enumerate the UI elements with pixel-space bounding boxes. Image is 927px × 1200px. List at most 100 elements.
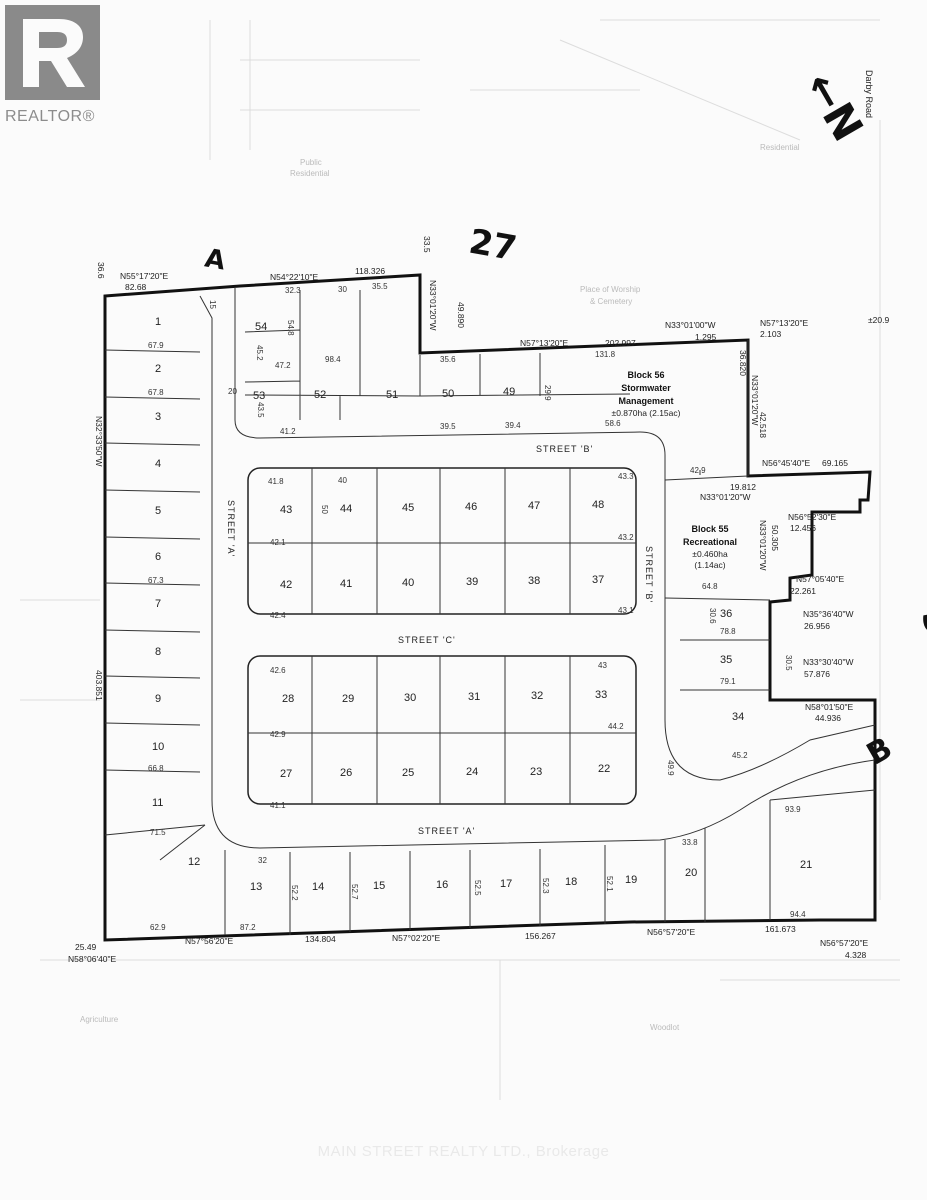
realtor-logo: REALTOR® xyxy=(5,5,100,125)
lot-number: 49 xyxy=(503,386,515,398)
bearing: N55°17'20"E xyxy=(120,271,169,281)
lot-number: 25 xyxy=(402,767,414,779)
dimension: 66.8 xyxy=(148,764,164,773)
lot-number: 21 xyxy=(800,859,812,871)
dimension: 15 xyxy=(208,300,217,309)
dimension: 94.4 xyxy=(790,910,806,919)
lot-number: 16 xyxy=(436,879,448,891)
background-context xyxy=(20,19,900,1100)
distance: 134.804 xyxy=(305,934,336,944)
lot-number: 23 xyxy=(530,766,542,778)
handwritten-27: 27 xyxy=(466,222,520,270)
dimension: 87.2 xyxy=(240,923,256,932)
north-arrow-icon: ←N xyxy=(795,64,873,149)
distance: 118.326 xyxy=(355,266,385,276)
lot-number: 1 xyxy=(155,316,161,328)
distance: 1.295 xyxy=(695,332,717,342)
dimension: 41.1 xyxy=(270,801,286,810)
lot-number: 26 xyxy=(340,767,352,779)
bg-label: & Cemetery xyxy=(590,297,632,306)
bearing: N57°13'20"E xyxy=(760,318,809,328)
dimension: 71.5 xyxy=(150,828,166,837)
bearing: N33°30'40"W xyxy=(803,657,854,667)
street-label-b: STREET 'B' xyxy=(536,444,593,454)
lot-number: 9 xyxy=(155,693,161,705)
dimension: 43.5 xyxy=(256,402,265,418)
lot-number: 28 xyxy=(282,693,294,705)
brokerage-watermark: MAIN STREET REALTY LTD., Brokerage xyxy=(317,1143,610,1160)
dimension: 67.8 xyxy=(148,388,164,397)
lot-number: 53 xyxy=(253,390,265,402)
bearing: N33°01'00"W xyxy=(665,320,716,330)
handwritten-a: A xyxy=(203,243,228,276)
dimension: 50 xyxy=(320,505,329,514)
lot-number: 12 xyxy=(188,856,200,868)
lot-number: 46 xyxy=(465,501,477,513)
bearing: N56°57'20"E xyxy=(647,927,696,937)
lot-number: 6 xyxy=(155,551,161,563)
lot-number: 43 xyxy=(280,504,292,516)
bearing: N57°02'20"E xyxy=(392,933,441,943)
lot-lines xyxy=(104,288,876,935)
lot-number: 17 xyxy=(500,878,512,890)
subdivision-boundary xyxy=(103,273,877,942)
bearing: N57°56'20"E xyxy=(185,936,234,946)
dimension: 67.9 xyxy=(148,341,164,350)
dimension: 20 xyxy=(228,387,237,396)
distance: 44.936 xyxy=(815,713,841,723)
lot-number: 48 xyxy=(592,499,604,511)
dimension: 67.3 xyxy=(148,576,164,585)
block-55-area: ±0.460ha xyxy=(692,549,728,559)
lot-number: 41 xyxy=(340,578,352,590)
lot-number: 3 xyxy=(155,411,161,423)
dimension: 62.9 xyxy=(150,923,166,932)
lot-number: 11 xyxy=(152,797,163,809)
block-lots-37-48 xyxy=(247,467,637,615)
lot-number: 13 xyxy=(250,881,262,893)
handwritten-b: B xyxy=(861,731,898,773)
lot-number: 2 xyxy=(155,363,161,375)
lot-number: 22 xyxy=(598,763,610,775)
street-label-c: STREET 'C' xyxy=(398,635,456,645)
distance: 33.5 xyxy=(422,236,432,253)
bg-label: Residential xyxy=(290,169,330,178)
dimension: 41.2 xyxy=(280,427,296,436)
lot-number: 42 xyxy=(280,579,292,591)
lot-number: 52 xyxy=(314,389,326,401)
dimension: 42.4 xyxy=(270,611,286,620)
lot-number: 35 xyxy=(720,654,732,666)
dimension: 32 xyxy=(258,856,267,865)
dimension: 64.8 xyxy=(702,582,718,591)
bearing: N56°52'30"E xyxy=(788,512,837,522)
dimension: 30.5 xyxy=(784,655,793,671)
lot-number: 44 xyxy=(340,503,352,515)
block-56-line2: Stormwater xyxy=(621,383,671,393)
handwritten-93: 93 xyxy=(913,606,927,666)
dimension: 45.2 xyxy=(255,345,264,361)
lot-number: 34 xyxy=(732,711,744,723)
distance: 12.456 xyxy=(790,523,816,533)
dimension: 93.9 xyxy=(785,805,801,814)
dimension: 42.1 xyxy=(270,538,286,547)
dimension: 49.9 xyxy=(666,760,675,776)
lot-number: 47 xyxy=(528,500,540,512)
dimension: 33.8 xyxy=(682,838,698,847)
bearing: N58°01'50"E xyxy=(805,702,854,712)
bg-label: Public xyxy=(300,158,322,167)
dimension: 98.4 xyxy=(325,355,341,364)
lot-number: 37 xyxy=(592,574,604,586)
dimension: 35.5 xyxy=(372,282,388,291)
lot-dimensions: 67.9 67.8 67.3 66.8 71.5 62.9 32.3 30 35… xyxy=(148,282,806,932)
bearing: N56°57'20"E xyxy=(820,938,869,948)
dimension: 43.3 xyxy=(618,472,634,481)
dimension: 30 xyxy=(338,285,347,294)
dimension: 29.9 xyxy=(543,385,552,401)
dimension: 42.9 xyxy=(690,466,706,475)
distance: 50.305 xyxy=(770,525,780,551)
distance: 69.165 xyxy=(822,458,848,468)
dimension: 42.6 xyxy=(270,666,286,675)
distance: ±20.9 xyxy=(868,315,889,325)
bearing: N33°01'20"W xyxy=(750,375,760,426)
block-56-title: Block 56 xyxy=(627,370,664,380)
